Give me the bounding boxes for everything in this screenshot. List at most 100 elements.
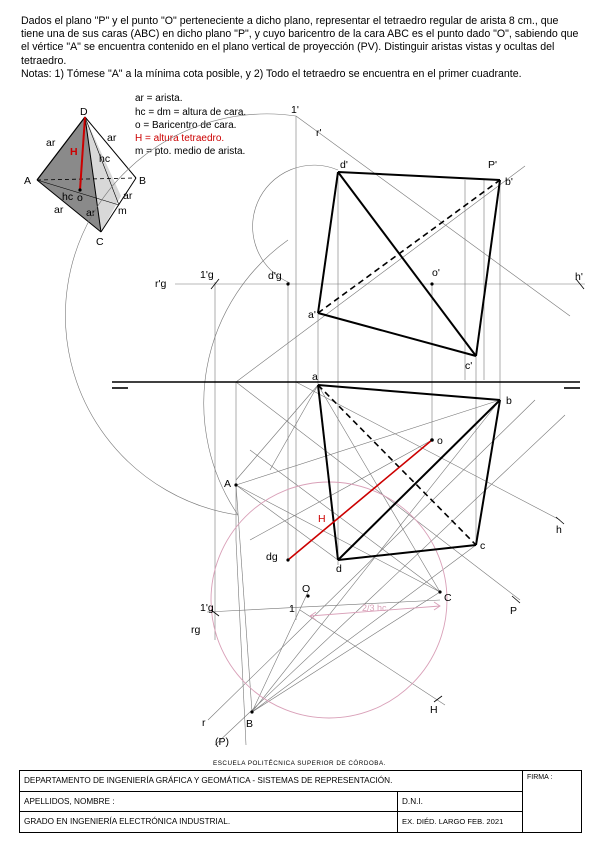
sketch-edge-DA xyxy=(36,116,86,181)
tick-one-g xyxy=(210,278,220,290)
sketch-label-ar-right: ar xyxy=(123,190,133,202)
sketch-hc-Dm xyxy=(84,116,120,206)
tick-h-prime xyxy=(575,278,585,290)
problem-statement: Dados el plano "P" y el punto "O" perten… xyxy=(21,15,583,81)
label-B: B xyxy=(246,718,253,730)
arc-from-one-prime xyxy=(65,113,297,516)
label-two-thirds-hc: 2/3 hc xyxy=(362,603,387,613)
sketch-median-Am xyxy=(36,179,120,206)
edge-a-b xyxy=(317,384,501,401)
sketch-edge-AC xyxy=(36,179,102,233)
legend-item-punto-medio: m = pto. medio de arista. xyxy=(135,146,245,157)
title-block-exam: EX. DIÉD. LARGO FEB. 2021 xyxy=(398,812,523,832)
line-low-g xyxy=(206,599,441,613)
title-block-degree: GRADO EN INGENIERÍA ELECTRÓNICA INDUSTRI… xyxy=(20,812,398,832)
dim-2-3-hc xyxy=(309,605,441,617)
label-C: C xyxy=(444,592,452,604)
title-block: DEPARTAMENTO DE INGENIERÍA GRÁFICA Y GEO… xyxy=(19,770,582,833)
height-H-red xyxy=(287,439,433,561)
label-one: 1 xyxy=(289,603,295,615)
dim-2-3-hc-arrow-right xyxy=(433,601,441,611)
sketch-edge-AB-hidden xyxy=(36,177,137,181)
line-H-diag xyxy=(299,609,446,706)
ray-B-5 xyxy=(251,544,477,713)
ray-B-3 xyxy=(235,484,253,713)
label-d-prime: d' xyxy=(340,159,348,171)
sketch-shaded-face xyxy=(37,117,101,232)
label-o-prime: o' xyxy=(432,267,440,279)
sketch-edge-DC xyxy=(84,116,102,233)
vertical-P-paren xyxy=(235,539,247,746)
trace-r-prime xyxy=(295,115,571,317)
sketch-edge-DB xyxy=(84,116,137,179)
label-H-red: H xyxy=(318,513,326,525)
point-C xyxy=(438,590,442,594)
tick-marks xyxy=(210,278,585,703)
label-dg-prime: d'g xyxy=(268,270,282,282)
edge-d-b xyxy=(337,399,501,561)
label-one-g-prime: 1'g xyxy=(200,269,214,281)
edge-d-a xyxy=(317,384,339,561)
ray-a-fan2 xyxy=(269,384,319,471)
title-block-department: DEPARTAMENTO DE INGENIERÍA GRÁFICA Y GEO… xyxy=(20,771,523,792)
horizontal-projection xyxy=(287,384,501,561)
arc-d-prime xyxy=(252,164,339,284)
sketch-label-hc-top: hc xyxy=(99,153,110,165)
vertical-projection xyxy=(317,171,501,357)
dim-2-3-hc-arrow-left xyxy=(309,611,317,621)
tick-one-g-low xyxy=(210,609,220,617)
statement-text: Dados el plano "P" y el punto "O" perten… xyxy=(21,15,579,67)
sketch-label-A: A xyxy=(24,175,31,187)
point-A xyxy=(234,483,238,487)
label-b-prime: b' xyxy=(505,176,513,188)
label-c-prime: c' xyxy=(465,360,472,372)
legend-item-altura-tetraedro: H = altura tetraedro. xyxy=(135,133,224,144)
ray-B-2 xyxy=(251,591,309,713)
construction-lines xyxy=(65,113,585,746)
legend: ar = arista. hc = dm = altura de cara. o… xyxy=(135,93,246,157)
label-a: a xyxy=(312,371,318,383)
edge-a-prime-c-prime xyxy=(317,312,477,357)
label-one-g-prime-low: 1'g xyxy=(200,602,214,614)
edge-d-prime-a-prime xyxy=(317,171,339,314)
ray-o-c xyxy=(249,439,433,541)
label-dg: dg xyxy=(266,551,278,563)
title-block-dni: D.N.I. xyxy=(398,792,523,812)
edge-d-prime-c-prime xyxy=(337,171,477,357)
edge-c-d xyxy=(337,544,477,561)
sketch-label-hc-bottom: hc xyxy=(62,191,73,203)
tetrahedron-sketch: D A B C H hc hc o m ar ar ar ar ar xyxy=(24,106,146,248)
ray-C-1 xyxy=(317,384,441,593)
sketch-label-m: m xyxy=(118,205,127,217)
edge-a-c-hidden xyxy=(317,384,477,546)
point-o xyxy=(430,438,434,442)
trace-line-r xyxy=(207,399,536,721)
trace-line-P-low xyxy=(214,414,566,746)
tick-H xyxy=(433,695,443,703)
points xyxy=(234,282,442,714)
label-r: r xyxy=(202,717,206,729)
label-r-prime: r' xyxy=(316,127,322,139)
trace-plane-P-horizontal xyxy=(235,381,521,601)
point-O xyxy=(306,594,310,598)
label-rg: rg xyxy=(191,624,200,636)
sketch-label-ar-top: ar xyxy=(107,132,117,144)
sketch-label-H: H xyxy=(70,146,78,158)
label-A: A xyxy=(224,478,231,490)
label-P-prime: P' xyxy=(488,159,497,171)
label-h: h xyxy=(556,524,562,536)
edge-b-c xyxy=(475,399,501,546)
sketch-label-ar-bottom2: ar xyxy=(86,207,96,219)
label-c: c xyxy=(480,540,485,552)
ray-A-3 xyxy=(235,484,339,561)
label-rg-prime: r'g xyxy=(155,278,167,290)
ray-B-1 xyxy=(251,591,441,713)
label-d: d xyxy=(336,563,342,575)
arc-large-left xyxy=(203,239,289,516)
point-dg xyxy=(286,558,290,562)
ground-line xyxy=(112,381,580,389)
sketch-label-o: o xyxy=(77,192,83,204)
label-h-prime: h' xyxy=(575,271,583,283)
legend-item-arista: ar = arista. xyxy=(135,93,183,104)
title-block-firma: FIRMA : xyxy=(527,774,553,781)
